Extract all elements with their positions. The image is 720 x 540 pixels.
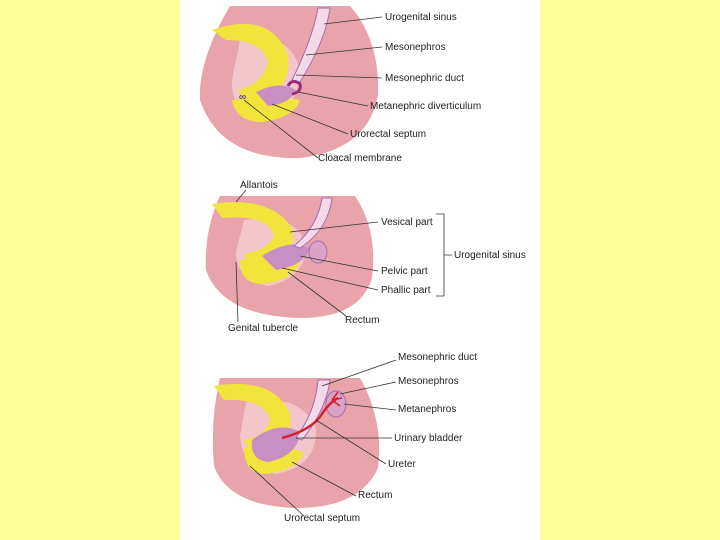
label-cloacal-membrane: Cloacal membrane [318,153,402,164]
label-pelvic-part: Pelvic part [381,266,428,277]
label-mesonephric-duct-top: Mesonephric duct [385,73,464,84]
label-mesonephric-duct-bottom: Mesonephric duct [398,352,477,363]
label-rectum-bottom: Rectum [358,490,392,501]
label-metanephric-diverticulum: Metanephric diverticulum [370,101,481,112]
panel-middle [206,196,373,318]
label-urogenital-sinus-top: Urogenital sinus [385,12,457,23]
label-phallic-part: Phallic part [381,285,431,296]
top-cloaca-mark: ∞ [239,92,246,103]
label-ureter: Ureter [388,459,416,470]
label-allantois: Allantois [240,180,278,191]
label-vesical-part: Vesical part [381,217,433,228]
label-genital-tubercle: Genital tubercle [228,323,298,334]
label-rectum-middle: Rectum [345,315,379,326]
label-urorectal-septum-top: Urorectal septum [350,129,426,140]
label-mesonephros-bottom: Mesonephros [398,376,459,387]
label-urorectal-septum-bottom: Urorectal septum [284,513,360,524]
urogenital-sinus-bracket [436,214,452,296]
label-mesonephros-top: Mesonephros [385,42,446,53]
label-urogenital-sinus-middle: Urogenital sinus [454,250,526,261]
label-urinary-bladder: Urinary bladder [394,433,463,444]
panel-bottom [213,378,379,508]
label-metanephros: Metanephros [398,404,456,415]
